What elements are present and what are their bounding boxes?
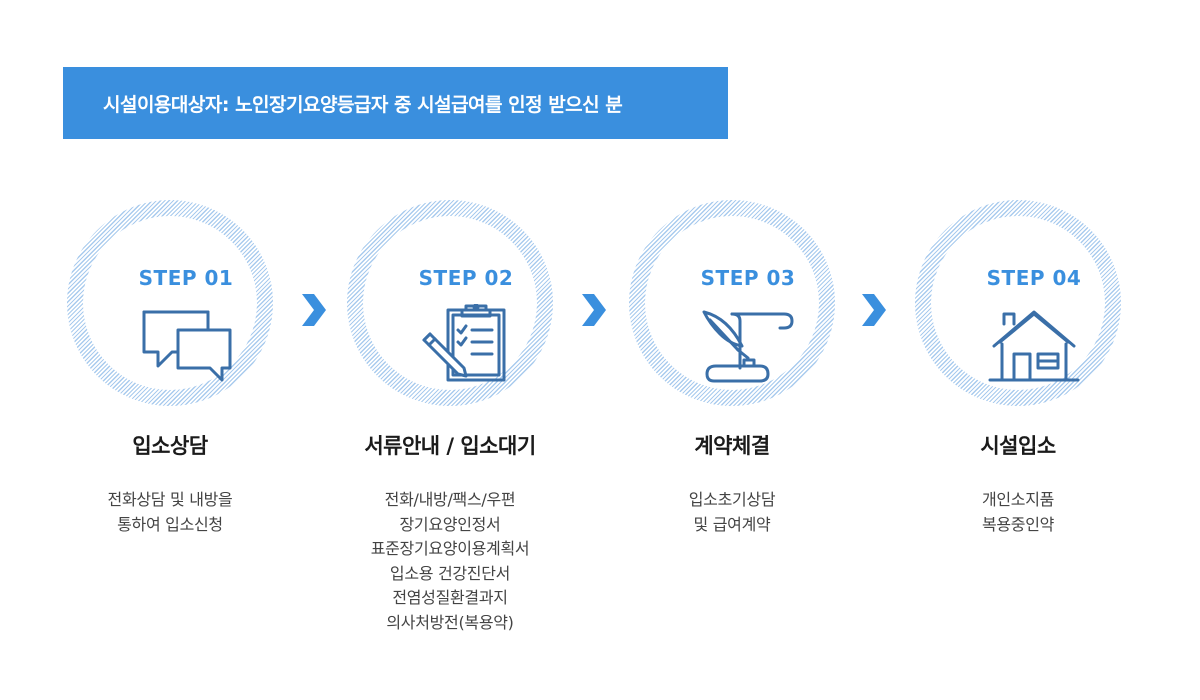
quill-scroll-icon	[698, 304, 798, 384]
step-ring: STEP 02	[347, 200, 553, 406]
step-label: STEP 04	[986, 266, 1082, 290]
step-description: 개인소지품 복용중인약	[981, 490, 1055, 534]
step-title: 서류안내 / 입소대기	[364, 434, 536, 458]
step-label: STEP 03	[700, 266, 796, 290]
eligibility-banner: 시설이용대상자: 노인장기요양등급자 중 시설급여를 인정 받으신 분	[63, 67, 728, 139]
step-label: STEP 01	[138, 266, 234, 290]
step-title: 입소상담	[132, 434, 208, 458]
step-description: 전화/내방/팩스/우편 장기요양인정서 표준장기요양이용계획서 입소용 건강진단…	[370, 490, 530, 632]
chevron-right-icon	[858, 290, 888, 330]
house-icon	[984, 304, 1084, 384]
step-title: 시설입소	[980, 434, 1056, 458]
chevron-right-icon	[298, 290, 328, 330]
banner-text: 시설이용대상자: 노인장기요양등급자 중 시설급여를 인정 받으신 분	[103, 93, 623, 116]
chevron-right-icon	[578, 290, 608, 330]
step-title: 계약체결	[694, 434, 770, 458]
step-description: 전화상담 및 내방을 통하여 입소신청	[107, 490, 233, 534]
step-ring: STEP 04	[915, 200, 1121, 406]
chat-bubbles-icon	[136, 304, 236, 384]
step-ring: STEP 03	[629, 200, 835, 406]
step-description: 입소초기상담 및 급여계약	[688, 490, 776, 534]
step-ring: STEP 01	[67, 200, 273, 406]
clipboard-pencil-icon	[416, 304, 516, 384]
step-label: STEP 02	[418, 266, 514, 290]
